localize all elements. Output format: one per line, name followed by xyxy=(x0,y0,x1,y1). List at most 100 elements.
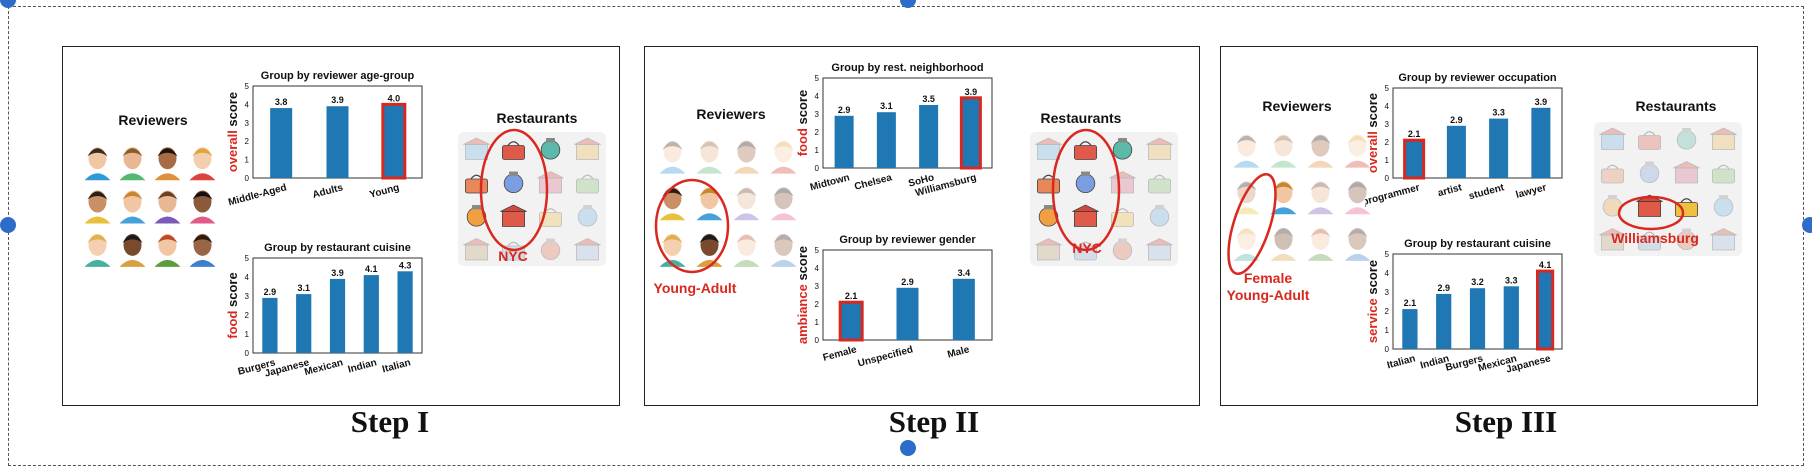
restaurant-icon xyxy=(1638,131,1662,150)
restaurant-icon xyxy=(1676,228,1697,251)
restaurant-icon xyxy=(1112,238,1133,261)
bar-value-label: 2.9 xyxy=(1437,283,1450,293)
bar-male xyxy=(952,278,975,340)
bar-value-label: 3.3 xyxy=(1492,108,1505,118)
restaurant-icon xyxy=(463,238,490,261)
y-tick-label: 2 xyxy=(245,137,250,146)
bar-value-label: 3.9 xyxy=(965,87,978,97)
restaurant-icon xyxy=(1638,231,1662,251)
y-tick-label: 0 xyxy=(815,336,820,345)
resize-handle-top-left[interactable] xyxy=(0,0,16,8)
y-tick-label: 0 xyxy=(245,349,250,358)
chart-title: Group by restaurant cuisine xyxy=(264,242,411,254)
y-tick-label: 1 xyxy=(1385,326,1390,335)
chart-restaurant-cuisine-service: Group by restaurant cuisine012345service… xyxy=(1365,238,1563,376)
restaurant-icon xyxy=(1109,171,1136,194)
y-tick-label: 5 xyxy=(1385,84,1390,93)
restaurant-icon xyxy=(540,138,561,160)
bar-value-label: 3.1 xyxy=(297,283,310,293)
chart-title: Group by reviewer age-group xyxy=(261,70,415,82)
restaurant-icon xyxy=(503,171,524,194)
y-tick-label: 2 xyxy=(1385,138,1390,147)
reviewer-avatar-icon xyxy=(733,140,760,174)
reviewers-faces-grid xyxy=(84,147,216,267)
y-axis-label: food score xyxy=(225,272,240,338)
reviewer-avatar-icon xyxy=(1344,181,1371,215)
bar-value-label: 3.3 xyxy=(1505,275,1518,285)
bar-value-label: 4.0 xyxy=(388,93,401,103)
bar-value-label: 4.3 xyxy=(399,260,412,270)
young-adult-ellipse xyxy=(654,178,730,274)
reviewer-avatar-icon xyxy=(1233,227,1260,261)
reviewer-avatar-icon xyxy=(154,233,181,267)
y-tick-label: 2 xyxy=(245,311,250,320)
x-tick-label: Mexican xyxy=(303,357,344,378)
reviewer-avatar-icon xyxy=(1307,181,1334,215)
y-axis-label: overall score xyxy=(1365,93,1380,173)
reviewer-avatar-icon xyxy=(1270,181,1297,215)
reviewer-avatar-icon xyxy=(84,147,111,181)
bar-value-label: 3.9 xyxy=(1535,97,1548,107)
bar-value-label: 3.9 xyxy=(331,268,344,278)
reviewer-avatar-icon xyxy=(189,147,216,181)
restaurants-icons-grid xyxy=(1594,122,1742,256)
reviewer-avatar-icon xyxy=(659,140,686,174)
resize-handle-top[interactable] xyxy=(900,0,916,8)
y-axis-label: service score xyxy=(1365,260,1380,343)
y-tick-label: 0 xyxy=(815,164,820,173)
bar-italian xyxy=(397,271,413,353)
young-adult-label: Young-Adult xyxy=(653,280,737,296)
y-tick-label: 5 xyxy=(815,246,820,255)
bar-artist xyxy=(1446,125,1466,178)
bar-indian xyxy=(1436,293,1452,349)
restaurant-icon xyxy=(1601,164,1625,184)
bar-student xyxy=(1489,118,1509,178)
reviewer-avatar-icon xyxy=(733,187,760,221)
chart-axes-frame xyxy=(1392,87,1563,179)
y-tick-label: 2 xyxy=(815,128,820,137)
bar-value-label: 2.9 xyxy=(264,287,277,297)
resize-handle-left[interactable] xyxy=(0,217,16,233)
reviewers-title: Reviewers xyxy=(696,106,766,122)
chart-title: Group by reviewer occupation xyxy=(1398,72,1557,84)
x-tick-label: student xyxy=(1468,182,1506,202)
bar-williamsburg xyxy=(959,96,982,170)
bar-value-label: 2.1 xyxy=(1404,298,1417,308)
restaurants-background xyxy=(1030,132,1178,266)
reviewers-title: Reviewers xyxy=(1262,98,1332,114)
reviewer-avatar-icon xyxy=(84,190,111,224)
reviewer-avatar-icon xyxy=(1270,227,1297,261)
bar-value-label: 4.1 xyxy=(365,264,378,274)
nyc-label: NYC xyxy=(1072,240,1102,256)
bar-young xyxy=(381,102,407,180)
y-axis-label: ambiance score xyxy=(795,246,810,344)
resize-handle-right[interactable] xyxy=(1802,217,1812,233)
y-tick-label: 4 xyxy=(1385,102,1390,111)
restaurant-icon xyxy=(537,171,564,194)
restaurant-icon xyxy=(466,205,487,227)
y-tick-label: 1 xyxy=(245,330,250,339)
restaurants-icons-grid xyxy=(1030,132,1178,266)
chart-title: Group by rest. neighborhood xyxy=(831,62,983,74)
y-tick-label: 4 xyxy=(245,273,250,282)
reviewer-avatar-icon xyxy=(770,187,797,221)
x-tick-label: lawyer xyxy=(1515,182,1548,201)
bar-programmer xyxy=(1403,138,1426,180)
y-tick-label: 1 xyxy=(245,156,250,165)
reviewer-avatar-icon xyxy=(1270,134,1297,168)
y-tick-label: 4 xyxy=(815,92,820,101)
nyc-ellipse xyxy=(479,128,549,252)
reviewer-avatar-icon xyxy=(154,190,181,224)
bar-value-label: 3.2 xyxy=(1471,277,1484,287)
restaurant-icon xyxy=(1072,204,1099,227)
restaurant-icon xyxy=(502,141,526,160)
y-tick-label: 3 xyxy=(245,119,250,128)
resize-handle-bottom[interactable] xyxy=(900,440,916,456)
y-tick-label: 3 xyxy=(815,282,820,291)
bar-italian xyxy=(1402,309,1418,349)
williamsburg-label: Williamsburg xyxy=(1611,230,1699,246)
y-tick-label: 0 xyxy=(1385,174,1390,183)
bar-indian xyxy=(363,275,379,353)
bar-female xyxy=(838,300,864,342)
